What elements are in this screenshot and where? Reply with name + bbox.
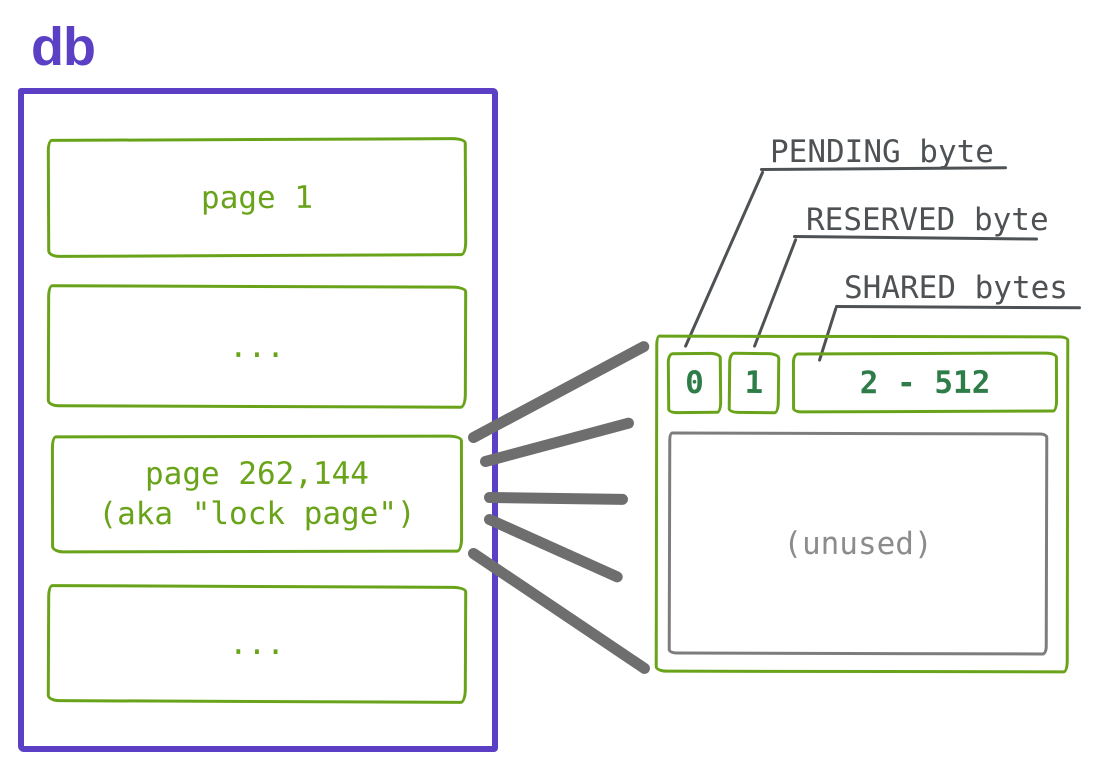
- page-box-1: page 1: [46, 137, 468, 258]
- ellipsis-top-label: ...: [228, 328, 286, 365]
- reserved-byte-offset: 1: [744, 364, 764, 402]
- page-1-label: page 1: [200, 179, 314, 216]
- shared-bytes-underline: [834, 305, 1082, 310]
- shared-bytes-cell: 2 - 512: [791, 351, 1059, 414]
- shared-bytes-range: 2 - 512: [859, 364, 991, 401]
- unused-label: (unused): [783, 525, 933, 562]
- page-box-ellipsis-bottom: ...: [46, 584, 468, 704]
- reserved-byte-label: RESERVED byte: [806, 202, 1049, 238]
- lock-page-box: page 262,144 (aka "lock page"): [50, 434, 464, 554]
- zoom-ray-3: [483, 491, 629, 505]
- pending-byte-cell: 0: [666, 351, 723, 415]
- lock-page-subtitle: (aka "lock page"): [98, 495, 416, 533]
- reserved-byte-cell: 1: [727, 351, 781, 415]
- reserved-byte-pointer-line: [752, 237, 798, 348]
- ellipsis-bottom-label: ...: [228, 625, 286, 663]
- lock-page-title: page 262,144: [144, 455, 369, 493]
- pending-byte-underline: [759, 166, 1008, 171]
- page-box-ellipsis-top: ...: [46, 284, 468, 409]
- unused-region-box: (unused): [667, 431, 1049, 656]
- pending-byte-label: PENDING byte: [770, 134, 994, 170]
- pending-byte-offset: 0: [684, 364, 704, 402]
- pending-byte-pointer-line: [683, 170, 765, 348]
- shared-bytes-label: SHARED bytes: [844, 270, 1068, 306]
- db-file-label: db: [31, 17, 96, 77]
- db-file-box: page 1 ... page 262,144 (aka "lock page"…: [18, 88, 498, 752]
